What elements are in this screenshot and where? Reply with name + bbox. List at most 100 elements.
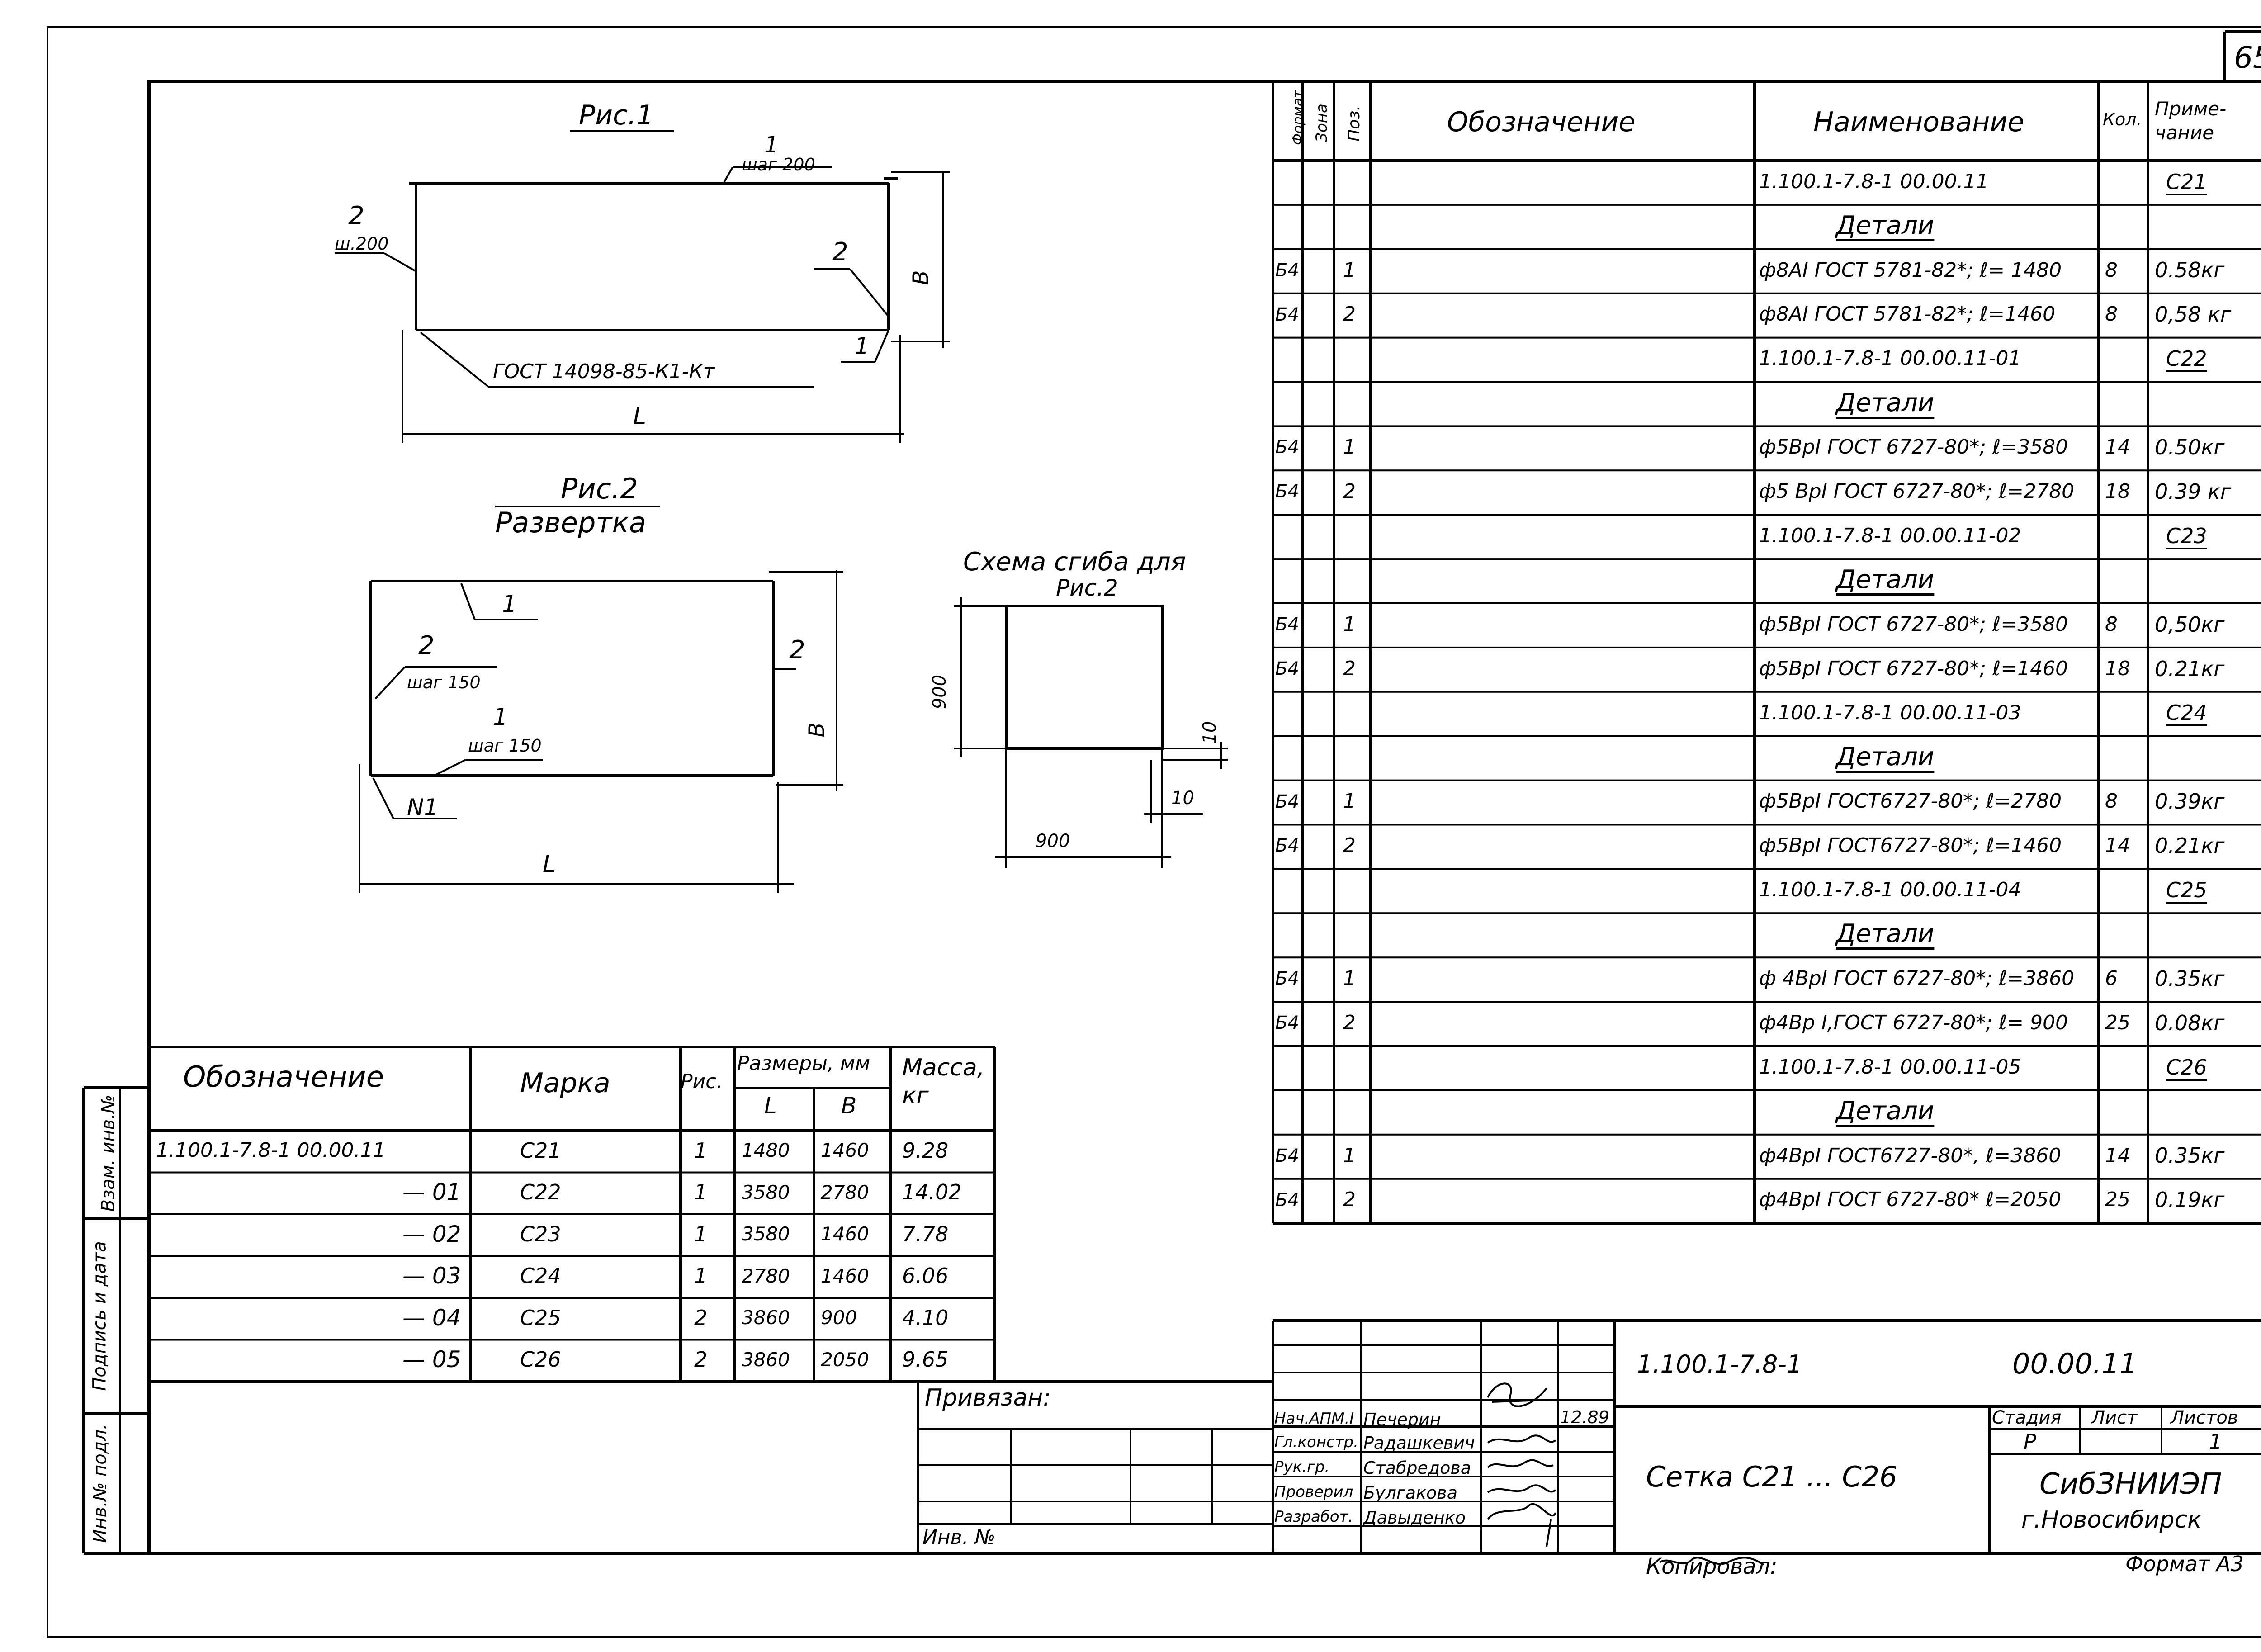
fig2-right-number: 2 [789,635,805,665]
title-person: Стабредова [1363,1458,1471,1478]
spec-cell-position: 2 [1343,480,1356,503]
spec-cell-format: Б4 [1275,791,1299,812]
title-doc-code: 1.100.1-7.8-1 [1637,1350,1802,1378]
marks-cell-mark: С26 [520,1347,561,1372]
title-role: Рук.гр. [1274,1458,1330,1476]
bend-scheme-subtitle: Рис.2 [1056,575,1118,601]
spec-cell-name: Детали [1836,1096,1935,1126]
spec-cell-position: 2 [1343,1188,1356,1212]
marks-cell-mass: 14.02 [902,1180,962,1205]
marks-header-mark: Марка [520,1067,610,1099]
side-label-inventory: Инв.№ подл. [90,1424,111,1543]
bend-dim-right-1: 10 [1199,721,1220,744]
spec-cell-name: ф8АI ГОСТ 5781-82*; ℓ=1460 [1759,303,2056,326]
spec-cell-name: 1.100.1-7.8-1 00.00.11-04 [1759,878,2021,902]
title-person: Давыденко [1363,1508,1466,1528]
spec-cell-note: 0.35кг [2155,966,2225,991]
bend-dim-right-2: 10 [1171,788,1194,809]
fig2-dim-b: В [804,722,830,738]
spec-cell-note: С26 [2166,1055,2207,1079]
marks-cell-designation: — 01 [402,1179,461,1206]
spec-cell-note: 0.21кг [2155,833,2225,858]
spec-cell-format: Б4 [1275,1013,1299,1034]
spec-cell-qty: 18 [2105,480,2130,503]
fig2-bottom-number: 1 [493,704,508,731]
marks-cell-mark: С24 [520,1264,561,1288]
spec-cell-name: ф5ВрI ГОСТ6727-80*; ℓ=1460 [1759,834,2062,857]
spec-cell-note: С25 [2166,878,2207,903]
spec-cell-name: ф5ВрI ГОСТ 6727-80*; ℓ=1460 [1759,657,2068,680]
spec-cell-position: 1 [1343,612,1356,636]
spec-cell-name: 1.100.1-7.8-1 00.00.11-02 [1759,524,2021,547]
spec-cell-qty: 25 [2105,1188,2130,1212]
marks-cell-mark: С21 [520,1138,561,1163]
spec-cell-format: Б4 [1275,1189,1299,1211]
marks-cell-width: 1460 [821,1223,869,1245]
spec-cell-position: 2 [1343,834,1356,857]
spec-cell-name: Детали [1836,919,1935,949]
marks-cell-width: 1460 [821,1264,869,1287]
title-stage-value: Р [2024,1430,2036,1454]
spec-cell-name: ф5ВрI ГОСТ 6727-80*; ℓ=3580 [1759,435,2068,459]
marks-header-b: В [841,1093,857,1119]
marks-cell-width: 900 [821,1306,857,1329]
bend-scheme-title: Схема сгиба для [963,547,1186,577]
spec-cell-note: 0.39кг [2155,789,2225,814]
spec-cell-name: ф4Вр I,ГОСТ 6727-80*; ℓ= 900 [1759,1011,2068,1034]
spec-cell-name: 1.100.1-7.8-1 00.00.11 [1759,170,1989,193]
marks-cell-length: 3580 [742,1181,790,1203]
marks-cell-designation: — 02 [402,1221,461,1247]
figure2-title: Рис.2 [561,472,638,505]
figure1-title: Рис.1 [579,99,654,131]
fig2-bottom-step: шаг 150 [468,736,542,756]
marks-cell-width: 2780 [821,1181,869,1203]
fig1-dim-l: L [633,403,646,430]
title-role: Нач.АПМ.I [1274,1410,1354,1428]
spec-cell-format: Б4 [1275,1145,1299,1166]
privyazan-label: Привязан: [925,1384,1051,1411]
marks-cell-figure: 1 [694,1264,708,1288]
marks-header-l: L [764,1093,777,1119]
title-person: Печерин [1363,1410,1441,1430]
spec-cell-note: 0.58кг [2155,258,2225,283]
spec-cell-name: ф5ВрI ГОСТ 6727-80*; ℓ=3580 [1759,612,2068,636]
figure2-subtitle: Развертка [495,506,646,539]
spec-cell-name: ф8АI ГОСТ 5781-82*; ℓ= 1480 [1759,258,2062,282]
marks-cell-length: 3860 [742,1348,790,1371]
spec-cell-qty: 14 [2105,1144,2130,1167]
inventory-number-label: Инв. № [922,1526,996,1549]
fig2-dim-l: L [543,851,556,878]
spec-header-note: Приме- чание [2155,98,2227,144]
fig2-top-number: 1 [502,591,517,618]
fig1-pos1-number: 1 [764,132,779,158]
title-role: Проверил [1274,1483,1353,1501]
fig1-pos2-step: ш.200 [335,234,389,254]
fig1-pos2-number: 2 [348,201,364,231]
title-person: Радашкевич [1363,1433,1475,1453]
spec-header-format: Формат [1290,90,1306,145]
spec-cell-note: 0.19кг [2155,1188,2225,1212]
spec-cell-format: Б4 [1275,968,1299,989]
marks-cell-mass: 7.78 [902,1221,949,1246]
title-sheets-value: 1 [2209,1430,2223,1454]
spec-header-pos: Поз. [1344,105,1363,142]
spec-cell-name: ф4ВрI ГОСТ6727-80*, ℓ=3860 [1759,1144,2062,1167]
marks-cell-designation: — 05 [402,1346,461,1373]
title-doc-number: 00.00.11 [2012,1347,2138,1380]
marks-cell-mass: 4.10 [902,1305,949,1330]
marks-cell-figure: 2 [694,1305,708,1330]
spec-cell-qty: 14 [2105,834,2130,857]
spec-cell-position: 1 [1343,258,1356,282]
marks-cell-width: 2050 [821,1348,869,1371]
bend-dim-left: 900 [929,674,951,710]
spec-header-qty: Кол. [2103,109,2142,129]
spec-cell-format: Б4 [1275,481,1299,502]
spec-cell-position: 1 [1343,966,1356,990]
spec-cell-qty: 25 [2105,1011,2130,1034]
spec-cell-position: 1 [1343,435,1356,459]
fig2-n1: N1 [407,794,439,820]
spec-cell-name: 1.100.1-7.8-1 00.00.11-03 [1759,701,2021,724]
marks-cell-mass: 9.65 [902,1347,949,1372]
spec-cell-note: 0.35кг [2155,1143,2225,1168]
spec-cell-position: 1 [1343,790,1356,813]
